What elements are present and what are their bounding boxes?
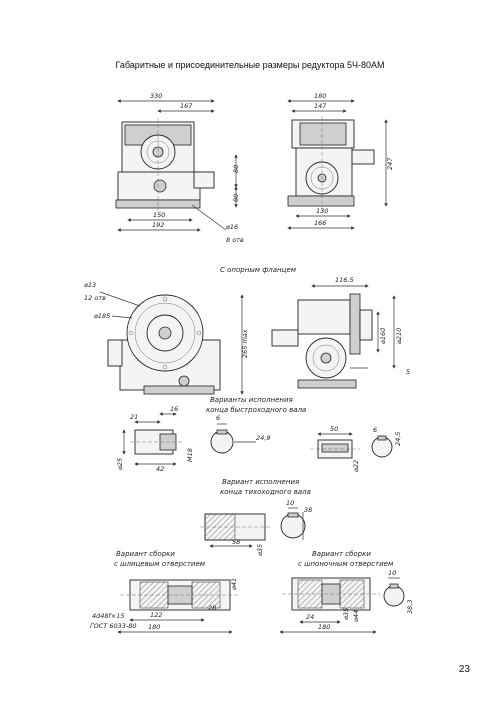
front-view-reducer (115, 118, 215, 212)
output-variants-line2: конца тихоходного вала (220, 488, 311, 496)
output-variants-line1: Вариант исполнения (222, 478, 299, 486)
dim-22: ⌀22 (352, 460, 360, 472)
dim-167: 167 (180, 102, 193, 110)
dim-28: 28 (208, 604, 216, 612)
dim-6-b: 6 (373, 426, 377, 434)
dim-m18: M18 (186, 448, 194, 462)
dim-180-spline: 180 (148, 623, 160, 631)
dim-16: 16 (170, 405, 178, 413)
dim-10: 10 (286, 499, 294, 507)
flange-heading: С опорным фланцем (220, 266, 297, 274)
input-shaft-section-a: 6 24,9 (210, 414, 270, 454)
dim-25: ⌀25 (116, 458, 124, 470)
input-variants-line1: Варианты исполнения (210, 396, 293, 404)
dim-180: 180 (314, 92, 326, 100)
dim-42: 42 (156, 465, 164, 473)
side-view-reducer (287, 116, 375, 210)
dim-41: ⌀41 (230, 578, 238, 590)
dim-210: ⌀210 (395, 328, 403, 344)
dim-185: ⌀185 (94, 312, 110, 320)
spline-assembly-view: ⌀41 28 122 180 (117, 578, 240, 634)
input-shaft-variant-b: 50 ⌀22 6 24,5 (310, 425, 402, 472)
page-number: 23 (458, 664, 470, 675)
dim-265-max: 265 max (241, 329, 249, 358)
dim-10-key: 10 (388, 569, 396, 577)
dim-5: 5 (406, 368, 410, 376)
page-title: Габаритные и присоединительные размеры р… (115, 60, 385, 70)
dim-166: 166 (314, 219, 326, 227)
dim-24-9: 24,9 (256, 434, 270, 442)
input-variants-line2: конца быстроходного вала (206, 406, 306, 414)
dim-130: 130 (316, 207, 328, 215)
dim-247: 247 (386, 157, 394, 170)
dim-147: 147 (314, 102, 327, 110)
dim-330: 330 (150, 92, 162, 100)
dim-44: ⌀44 (352, 610, 360, 622)
dim-21: 21 (130, 413, 138, 421)
spline-variant-line1: Вариант сборки (116, 550, 175, 558)
flange-front-dimensions: ⌀13 12 отв ⌀185 265 max (84, 281, 249, 395)
dim-24: 24 (306, 613, 314, 621)
input-shaft-variant-a: 21 16 ⌀25 42 M18 (116, 405, 194, 473)
dim-12-holes: 12 отв (84, 294, 106, 302)
key-assembly-view: 10 38,3 24 ⌀35 ⌀44 180 (279, 569, 414, 634)
dim-122: 122 (150, 611, 162, 619)
dim-38-3: 38,3 (406, 600, 414, 614)
dim-50: 50 (330, 425, 338, 433)
dim-35: ⌀35 (256, 544, 264, 556)
dim-180-key: 180 (318, 623, 330, 631)
dim-24-5: 24,5 (394, 432, 402, 446)
dim-192: 192 (152, 221, 164, 229)
flange-side-view (271, 293, 373, 389)
side-view-dimensions: 180 147 247 130 166 (287, 92, 394, 230)
dim-80-lower: 80 (232, 194, 240, 202)
dim-160: ⌀160 (379, 328, 387, 344)
flange-front-view (107, 294, 221, 395)
key-variant-line1: Вариант сборки (312, 550, 371, 558)
dim-58: 58 (232, 538, 240, 546)
flange-side-dimensions: 116,5 ⌀160 ⌀210 5 (311, 276, 410, 376)
dim-80-upper: 80 (232, 165, 240, 173)
front-view-dimensions: 330 167 80 80 150 192 ⌀16 8 отв (117, 92, 244, 244)
dim-35-key: ⌀35 (342, 608, 350, 620)
dim-6: 6 (216, 414, 220, 422)
key-variant-line2: с шпоночным отверстием (298, 560, 394, 568)
output-shaft-variant: 10 38 58 ⌀35 (200, 499, 312, 556)
dim-hole-16: ⌀16 (226, 223, 238, 231)
dim-150: 150 (153, 211, 165, 219)
spline-variant-line2: с шлицевым отверстием (114, 560, 206, 568)
dim-8-holes: 8 отв (226, 236, 244, 244)
spline-note-line1: 4d48f×15 (92, 612, 125, 620)
dim-hole-13: ⌀13 (84, 281, 96, 289)
dim-116-5: 116,5 (335, 276, 354, 284)
spline-note-line2: ГОСТ 6033-80 (90, 622, 136, 630)
dim-38: 38 (304, 506, 312, 514)
